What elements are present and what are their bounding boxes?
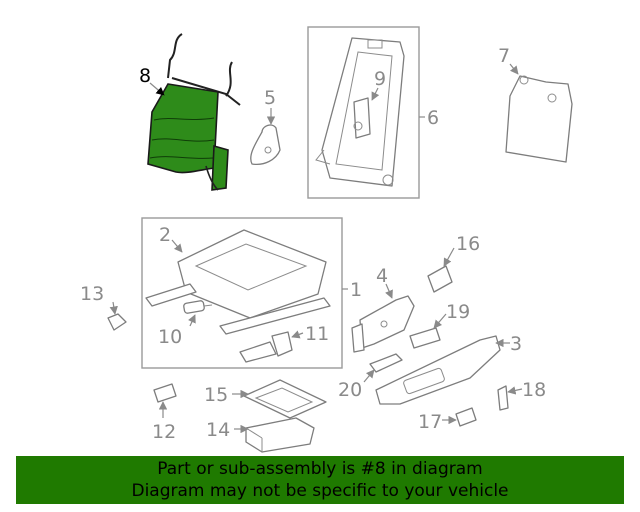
leader-7 <box>509 63 519 75</box>
motor-part-10[interactable] <box>183 300 213 314</box>
lumbar-part-9[interactable] <box>353 97 371 139</box>
callout-18: 18 <box>522 379 546 401</box>
callout-14: 14 <box>206 419 230 441</box>
callout-20: 20 <box>338 379 362 401</box>
leader-11 <box>291 330 304 339</box>
cushion-box <box>141 217 343 369</box>
callout-2: 2 <box>159 224 171 246</box>
callout-16: 16 <box>456 233 480 255</box>
callout-10: 10 <box>158 326 182 348</box>
leader-9 <box>371 87 380 101</box>
clip-part-13[interactable] <box>107 313 127 331</box>
callout-7: 7 <box>498 45 510 67</box>
callout-17: 17 <box>418 411 442 433</box>
leader-19 <box>433 313 447 329</box>
callout-11: 11 <box>305 323 329 345</box>
leader-4 <box>385 283 393 299</box>
callout-4: 4 <box>376 265 388 287</box>
control-module-part-14[interactable] <box>245 417 315 453</box>
callout-12: 12 <box>152 421 176 443</box>
switch-part-19[interactable] <box>409 327 441 349</box>
leader-20 <box>363 369 375 383</box>
back-panel-part-7[interactable] <box>505 75 573 163</box>
seat-back-heater-part-8[interactable] <box>147 33 241 191</box>
switch-part-16[interactable] <box>427 265 453 293</box>
cover-part-12[interactable] <box>153 383 177 403</box>
info-banner: Part or sub-assembly is #8 in diagram Di… <box>16 456 624 504</box>
knob-part-17[interactable] <box>455 407 477 427</box>
inner-cover-part-4[interactable] <box>351 295 415 353</box>
callout-8: 8 <box>139 65 151 87</box>
leader-8 <box>149 82 165 96</box>
callout-9: 9 <box>374 68 386 90</box>
frame-box <box>307 26 420 199</box>
callout-3: 3 <box>510 333 522 355</box>
callout-1: 1 <box>350 279 362 301</box>
trim-part-20[interactable] <box>369 353 403 373</box>
banner-line-1: Part or sub-assembly is #8 in diagram <box>157 459 483 479</box>
callout-15: 15 <box>204 384 228 406</box>
callout-5: 5 <box>264 87 276 109</box>
parts-diagram: 8 5 6 9 7 1 2 <box>80 26 573 453</box>
bracket-part-5[interactable] <box>250 124 281 166</box>
leader-2 <box>171 239 183 253</box>
cushion-frame-part-2[interactable] <box>145 229 331 335</box>
callout-19: 19 <box>446 301 470 323</box>
module-part-15[interactable] <box>243 379 327 419</box>
outer-shield-part-3[interactable] <box>375 335 501 405</box>
leader-18 <box>507 386 523 395</box>
callout-6: 6 <box>427 107 439 129</box>
callout-13: 13 <box>80 283 104 305</box>
banner-line-2: Diagram may not be specific to your vehi… <box>131 481 509 501</box>
leader-16 <box>443 247 455 267</box>
leader-13 <box>109 301 118 315</box>
motor-part-11[interactable] <box>239 331 293 363</box>
knob-part-18[interactable] <box>497 385 509 411</box>
leader-10 <box>188 314 196 327</box>
